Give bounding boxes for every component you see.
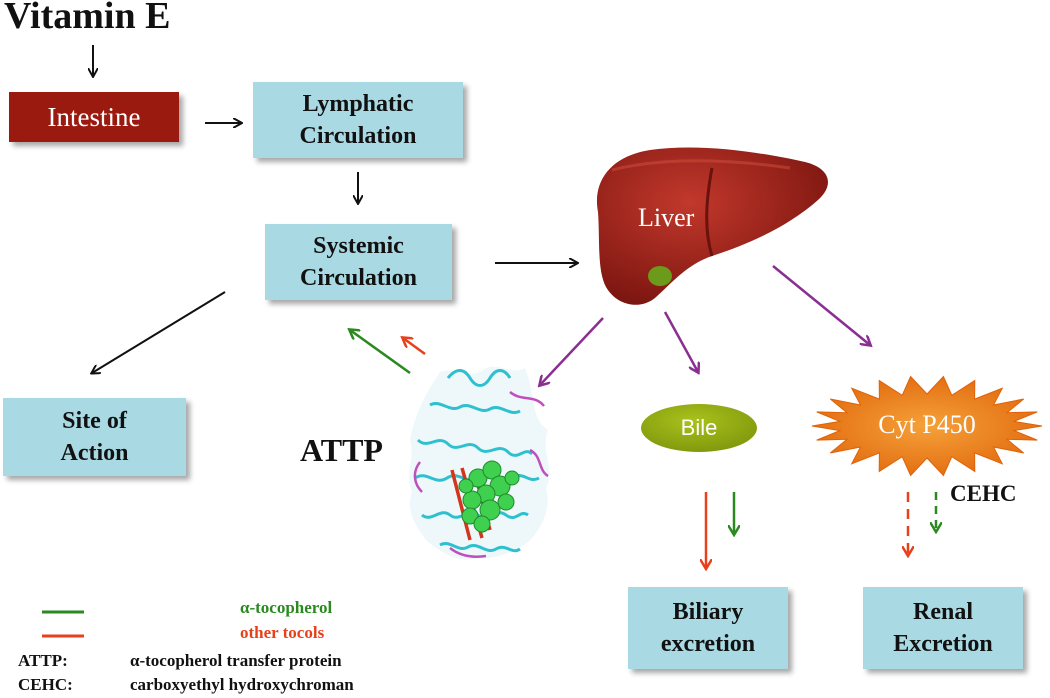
attp-label: ATTP [300,432,383,468]
systemic-circulation-label: Systemic Circulation [300,233,417,291]
arrow-liver-to-bile [663,311,698,372]
legend-attp-abbr: ATTP: [18,651,68,670]
legend-cehc-meaning: carboxyethyl hydroxychroman [130,675,354,694]
arrow-systemic-to-site [92,291,226,373]
legend-cehc-abbr: CEHC: [18,675,73,694]
bile-label: Bile [680,415,718,440]
legend-red-label: other tocols [240,623,325,642]
systemic-circulation-box: Systemic Circulation [265,224,452,300]
cyt-p450-starburst [811,375,1043,477]
attp-protein-structure-icon [409,366,550,560]
legend-green-label: α-tocopherol [240,598,333,617]
site-of-action-box: Site of Action [3,398,186,476]
cyt-p450-label: Cyt P450 [878,410,976,439]
arrow-liver-to-attp [540,317,604,385]
intestine-label: Intestine [47,101,141,132]
arrow-attp-green [350,330,411,375]
renal-excretion-box: Renal Excretion [863,587,1023,669]
arrow-liver-to-cyp [772,265,870,345]
intestine-box: Intestine [9,92,179,142]
liver-icon [596,147,828,305]
cehc-label: CEHC [950,481,1017,506]
biliary-excretion-label: Biliary excretion [660,599,756,657]
arrow-attp-red [403,338,426,356]
liver-label: Liver [638,203,695,232]
vitamin-e-title: Vitamin E [4,0,171,37]
legend-attp-meaning: α-tocopherol transfer protein [130,651,342,670]
gallbladder-icon [648,266,672,286]
lymphatic-circulation-label: Lymphatic Circulation [299,91,417,149]
biliary-excretion-box: Biliary excretion [628,587,788,669]
lymphatic-circulation-box: Lymphatic Circulation [253,82,463,158]
bile-ellipse [641,404,757,452]
site-of-action-label: Site of Action [60,408,129,466]
renal-excretion-label: Renal Excretion [893,599,993,657]
